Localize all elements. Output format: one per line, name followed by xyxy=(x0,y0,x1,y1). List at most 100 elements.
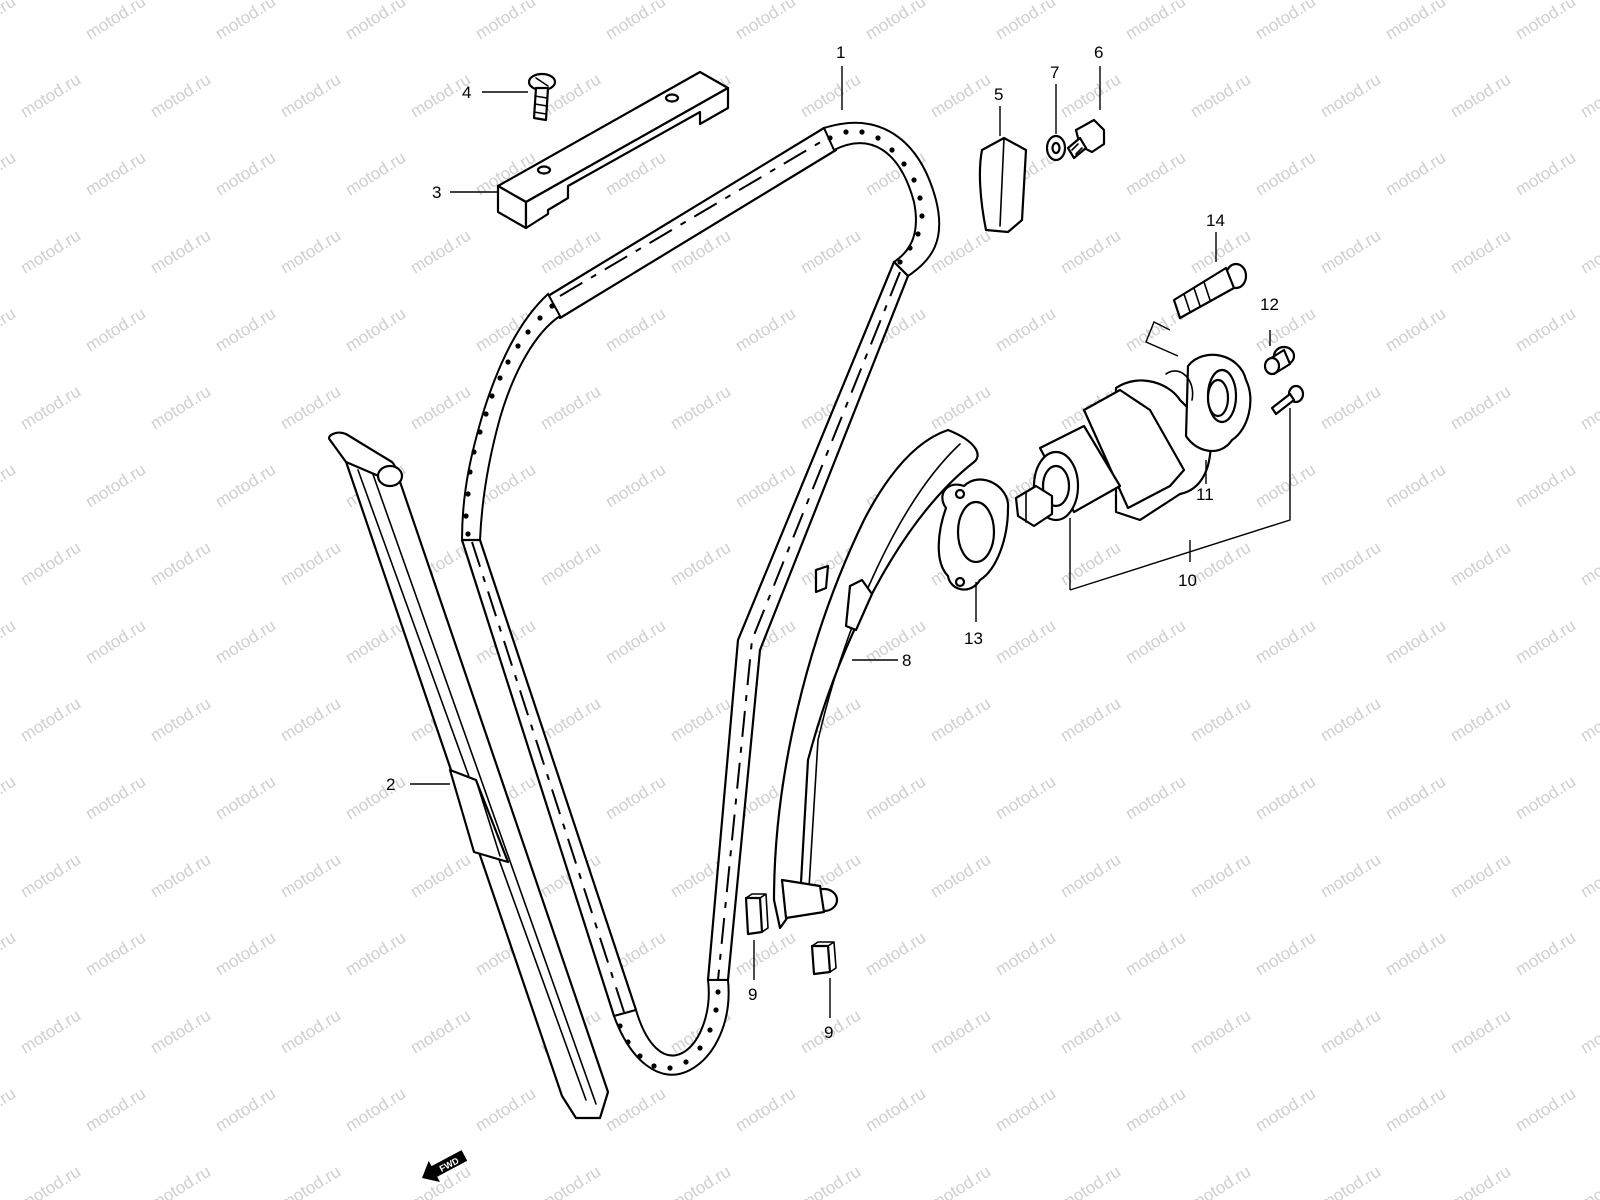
chain-pin xyxy=(483,411,489,417)
watermark-text: motod.ru xyxy=(537,538,604,590)
watermark-text: motod.ru xyxy=(797,70,864,122)
chain-pin xyxy=(625,1039,631,1045)
watermark-text: motod.ru xyxy=(82,772,149,824)
watermark-text: motod.ru xyxy=(1577,226,1600,278)
watermark-text: motod.ru xyxy=(1122,772,1189,824)
watermark-text: motod.ru xyxy=(862,928,929,980)
watermark-text: motod.ru xyxy=(1187,694,1254,746)
watermark-text: motod.ru xyxy=(342,616,409,668)
watermark-text: motod.ru xyxy=(1187,538,1254,590)
watermark-text: motod.ru xyxy=(1317,850,1384,902)
watermark-text: motod.ru xyxy=(277,382,344,434)
watermark-text: motod.ru xyxy=(0,1084,19,1136)
watermark-text: motod.ru xyxy=(667,694,734,746)
watermark-text: motod.ru xyxy=(17,382,84,434)
leader-10-bracket-right xyxy=(1069,408,1291,591)
watermark-text: motod.ru xyxy=(602,772,669,824)
watermark-text: motod.ru xyxy=(147,70,214,122)
part-bolt-6 xyxy=(1066,118,1106,160)
chain-pin xyxy=(707,1027,713,1033)
chain-pin xyxy=(477,429,483,435)
callout-5: 5 xyxy=(994,85,1003,104)
watermark-text: motod.ru xyxy=(1512,616,1579,668)
watermark-text: motod.ru xyxy=(1317,382,1384,434)
watermark-text: motod.ru xyxy=(1577,850,1600,902)
callout-6: 6 xyxy=(1094,43,1103,62)
watermark-text: motod.ru xyxy=(17,1006,84,1058)
callout-10: 10 xyxy=(1178,571,1197,590)
chain-pin xyxy=(651,1063,657,1069)
chain-pin xyxy=(901,161,907,167)
watermark-text: motod.ru xyxy=(732,460,799,512)
watermark-text: motod.ru xyxy=(1382,616,1449,668)
watermark-text: motod.ru xyxy=(0,148,19,200)
watermark-text: motod.ru xyxy=(927,694,994,746)
watermark-text: motod.ru xyxy=(1187,850,1254,902)
watermark-text: motod.ru xyxy=(1577,70,1600,122)
callout-13: 13 xyxy=(964,629,983,648)
watermark-text: motod.ru xyxy=(342,1084,409,1136)
watermark-text: motod.ru xyxy=(82,148,149,200)
watermark-text: motod.ru xyxy=(0,304,19,356)
watermark-text: motod.ru xyxy=(1447,70,1514,122)
watermark-text: motod.ru xyxy=(1512,148,1579,200)
watermark-text: motod.ru xyxy=(1512,928,1579,980)
watermark-text: motod.ru xyxy=(732,0,799,43)
watermark-text: motod.ru xyxy=(1187,1162,1254,1200)
watermark-text: motod.ru xyxy=(602,616,669,668)
part-tensioner-guide xyxy=(772,428,979,930)
part-damper-9b xyxy=(810,941,837,976)
watermark-text: motod.ru xyxy=(1057,850,1124,902)
chain-pin xyxy=(497,375,503,381)
part-washer xyxy=(1045,134,1067,162)
watermark-text: motod.ru xyxy=(992,616,1059,668)
part-screw-4 xyxy=(527,72,557,122)
watermark-text: motod.ru xyxy=(82,0,149,43)
watermark-text: motod.ru xyxy=(212,616,279,668)
chain-pin xyxy=(843,129,849,135)
watermark-text: motod.ru xyxy=(992,928,1059,980)
watermark-text: motod.ru xyxy=(667,382,734,434)
watermark-text: motod.ru xyxy=(1122,928,1189,980)
watermark-text: motod.ru xyxy=(0,928,19,980)
chain-pin xyxy=(915,231,921,237)
callout-1: 1 xyxy=(836,43,845,62)
watermark-text: motod.ru xyxy=(1057,1162,1124,1200)
watermark-text: motod.ru xyxy=(82,304,149,356)
watermark-text: motod.ru xyxy=(1252,0,1319,43)
watermark-text: motod.ru xyxy=(342,0,409,43)
part-damper-9a xyxy=(744,893,769,936)
watermark-text: motod.ru xyxy=(862,0,929,43)
watermark-text: motod.ru xyxy=(1382,304,1449,356)
watermark-text: motod.ru xyxy=(1512,1084,1579,1136)
chain-pin xyxy=(489,393,495,399)
chain-pin xyxy=(897,259,903,265)
watermark-text: motod.ru xyxy=(1252,1084,1319,1136)
chain-pin xyxy=(907,245,913,251)
watermark-text: motod.ru xyxy=(1057,226,1124,278)
watermark-text: motod.ru xyxy=(992,0,1059,43)
watermark-text: motod.ru xyxy=(732,1084,799,1136)
watermark-text: motod.ru xyxy=(992,1084,1059,1136)
leader-14-bracket xyxy=(1145,321,1179,357)
watermark-text: motod.ru xyxy=(797,226,864,278)
watermark-text: motod.ru xyxy=(147,226,214,278)
watermark-text: motod.ru xyxy=(212,772,279,824)
chain-pin xyxy=(505,359,511,365)
watermark-text: motod.ru xyxy=(862,772,929,824)
watermark-text: motod.ru xyxy=(1122,616,1189,668)
watermark-text: motod.ru xyxy=(1382,460,1449,512)
watermark-text: motod.ru xyxy=(1447,1006,1514,1058)
watermark-text: motod.ru xyxy=(732,304,799,356)
watermark-text: motod.ru xyxy=(1317,226,1384,278)
watermark-text: motod.ru xyxy=(0,616,19,668)
part-cam-chain xyxy=(460,121,941,1076)
watermark-text: motod.ru xyxy=(147,694,214,746)
watermark-text: motod.ru xyxy=(1382,1084,1449,1136)
watermark-text: motod.ru xyxy=(1317,1162,1384,1200)
watermark-text: motod.ru xyxy=(1447,226,1514,278)
watermark-text: motod.ru xyxy=(212,1084,279,1136)
callout-2: 2 xyxy=(386,775,395,794)
